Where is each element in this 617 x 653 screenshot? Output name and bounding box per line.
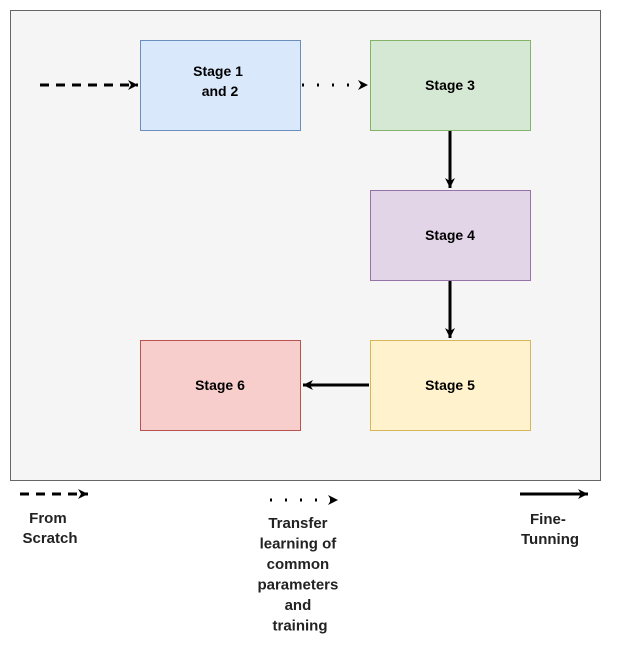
node-stage-4-label: Stage 4 xyxy=(425,227,475,243)
node-stage-5-box xyxy=(370,340,531,431)
node-stage-5-label: Stage 5 xyxy=(425,377,475,393)
legend-transfer-learning-line-1: Transfer xyxy=(268,515,327,532)
legend-transfer-learning-line-2: learning of xyxy=(260,536,338,553)
legend-from-scratch-line-2: Scratch xyxy=(22,530,77,547)
node-stage-6-label: Stage 6 xyxy=(195,377,245,393)
legend-transfer-learning-line-3: common xyxy=(267,556,330,573)
node-stage-1-and-2-label: Stage 1 and 2 xyxy=(193,63,247,99)
legend-fine-tuning-label: Fine- Tunning xyxy=(521,511,579,548)
node-stage-1-and-2-label-line-2: and 2 xyxy=(202,83,239,99)
legend-fine-tuning-line-2: Tunning xyxy=(521,531,579,548)
node-stage-3: Stage 3 xyxy=(370,40,531,131)
legend-transfer-learning: Transfer learning of common parameters a… xyxy=(257,495,342,635)
legend-transfer-learning-line-6: training xyxy=(273,618,328,635)
node-stage-5: Stage 5 xyxy=(370,340,531,431)
legend-transfer-learning-line-4: parameters xyxy=(257,577,338,594)
node-stage-4: Stage 4 xyxy=(370,190,531,281)
node-stage-1-and-2: Stage 1 and 2 xyxy=(140,40,301,131)
legend-from-scratch-label: From Scratch xyxy=(22,510,77,547)
legend-transfer-learning-label: Transfer learning of common parameters a… xyxy=(257,515,342,635)
legend-from-scratch: From Scratch xyxy=(20,489,88,547)
legend-from-scratch-line-1: From xyxy=(29,510,67,527)
node-stage-1-and-2-box xyxy=(140,40,301,131)
legend-fine-tuning-line-1: Fine- xyxy=(530,511,566,528)
node-stage-4-box xyxy=(370,190,531,281)
node-stage-3-label: Stage 3 xyxy=(425,77,475,93)
node-stage-6: Stage 6 xyxy=(140,340,301,431)
node-stage-3-box xyxy=(370,40,531,131)
legend-fine-tuning: Fine- Tunning xyxy=(520,489,588,548)
node-stage-6-box xyxy=(140,340,301,431)
node-stage-1-and-2-label-line-1: Stage 1 xyxy=(193,63,243,79)
legend-transfer-learning-line-5: and xyxy=(285,597,312,614)
